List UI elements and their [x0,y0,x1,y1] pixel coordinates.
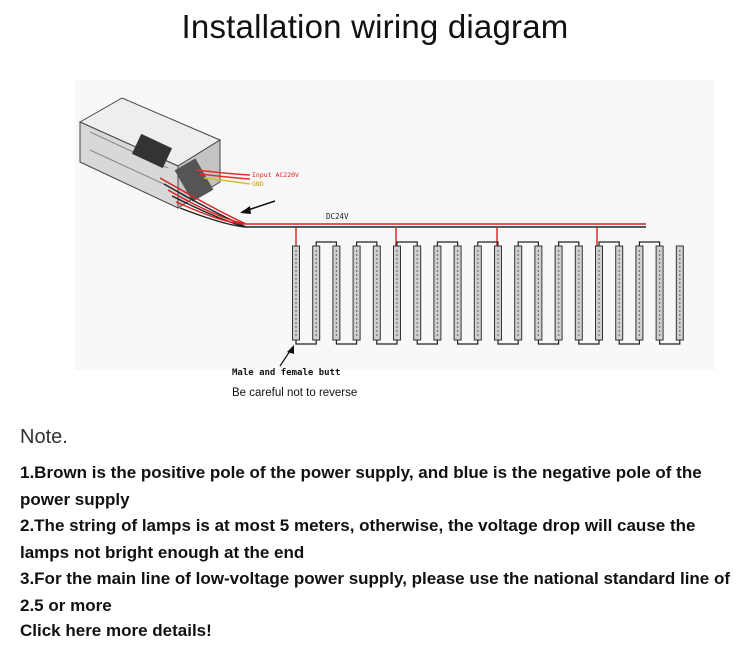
dc-main-line [246,223,646,228]
lamp-strip [554,245,563,341]
lamp-strip [574,245,583,341]
page-title: Installation wiring diagram [181,8,569,45]
lamp-strip [372,245,381,341]
lamp-strip [453,245,462,341]
dc-voltage-label: DC24V [326,212,349,221]
butt-joint-pointer [279,345,294,367]
lamp-connector [598,241,620,246]
lamp-connector [335,340,358,345]
lamp-strip [393,245,401,341]
more-details-link[interactable]: Click here more details! [20,621,212,640]
lamp-connector [436,241,459,246]
lamp-connector [638,241,661,246]
note-item: 3.For the main line of low-voltage power… [20,569,731,615]
caution-label: Be careful not to reverse [232,387,357,399]
lamp-strip [595,245,603,341]
lamp-strip [635,245,644,341]
lamp-connector [517,241,539,246]
lamp-strip [534,245,543,341]
lamp-strip [675,245,684,341]
lamp-strip [352,245,361,341]
note-item: 1.Brown is the positive pole of the powe… [20,463,702,509]
lamp-connector [477,241,499,246]
gnd-label: GND [252,180,264,188]
lamp-strings [292,241,684,345]
lamp-strip [655,245,664,341]
wiring-diagram: Input AC220V GND DC24V Male and female b… [75,80,715,399]
lamp-strip [514,245,523,341]
input-wires [195,169,251,185]
lamp-connector [578,340,600,345]
lamp-connector [315,241,337,246]
butt-joint-label: Male and female butt [232,368,340,378]
lamp-strip [615,245,624,341]
note-heading: Note. [20,426,68,448]
lamp-connector [416,340,438,345]
power-supply-unit [78,97,222,209]
lamp-connector [659,340,681,345]
lamp-connector [376,340,398,345]
notes-list: 1.Brown is the positive pole of the powe… [20,460,740,619]
lamp-strip [433,245,442,341]
note-item: 2.The string of lamps is at most 5 meter… [20,516,696,562]
lamp-strip [473,245,482,341]
lamp-strip [332,245,341,341]
drop-wires [295,227,598,246]
lamp-strip [413,245,422,341]
input-label: Input AC220V [252,171,299,179]
psu-output-cables [159,177,247,228]
lamp-strip [312,245,321,341]
lamp-connector [295,340,317,345]
lamp-connector [497,340,519,345]
lamp-strip [494,245,502,341]
lamp-connector [558,241,580,246]
cable-pointer-arrow [240,200,276,214]
lamp-strip [292,245,300,341]
lamp-connector [457,340,479,345]
lamp-connector [618,340,640,345]
lamp-connector [396,241,418,246]
lamp-connector [537,340,560,345]
lamp-connector [356,241,378,246]
